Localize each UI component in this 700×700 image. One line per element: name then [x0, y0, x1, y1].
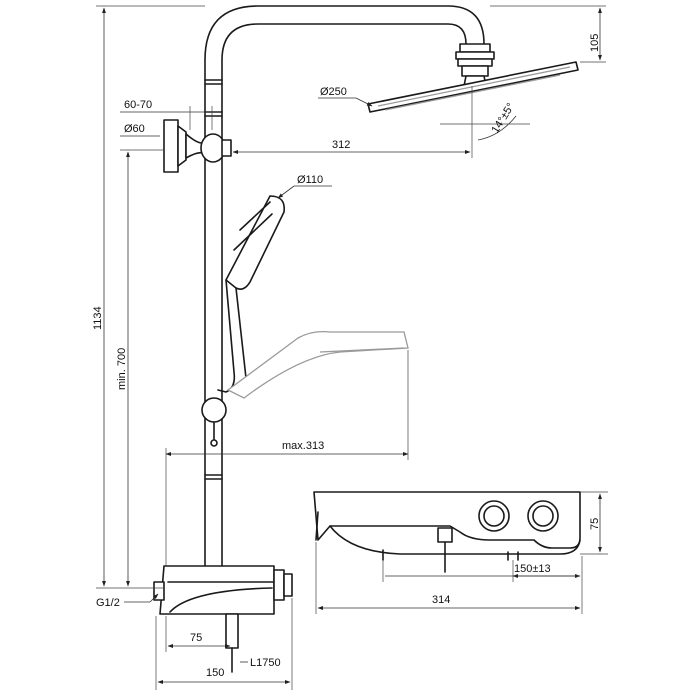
dim-g12-thread: G1/2 [96, 597, 120, 609]
dimension-labels: Ø110 Ø250 Ø60 60-70 312 105 14°±5° 1134 … [92, 34, 601, 679]
dim-bracket-60-70: 60-70 [124, 99, 152, 111]
overhead-shower-connector [455, 43, 495, 87]
dim-spacing-150-13: 150±13 [514, 563, 551, 575]
wall-bracket [163, 119, 232, 173]
dim-side-75: 75 [589, 518, 601, 530]
dim-angle: 14°±5° [489, 101, 517, 136]
dim-min-700: min. 700 [116, 348, 128, 390]
slider-knob [201, 397, 227, 447]
overhead-shower-head [367, 61, 579, 113]
hand-shower-extended [226, 330, 409, 399]
thermostat-front [153, 565, 293, 673]
thermostat-top [313, 491, 581, 573]
dim-diameter-250: Ø250 [320, 86, 347, 98]
dim-hose-l1750: L1750 [250, 657, 281, 669]
dim-front-75: 75 [190, 632, 202, 644]
dimension-lines [96, 5, 608, 690]
dim-diameter-60: Ø60 [124, 123, 145, 135]
dim-length-314: 314 [432, 594, 450, 606]
dim-width-150: 150 [206, 667, 224, 679]
dim-height-1134: 1134 [92, 306, 104, 330]
dim-head-105: 105 [589, 34, 601, 52]
dim-arm-312: 312 [332, 139, 350, 151]
dim-max-313: max.313 [282, 440, 324, 452]
dim-diameter-110: Ø110 [297, 174, 323, 186]
